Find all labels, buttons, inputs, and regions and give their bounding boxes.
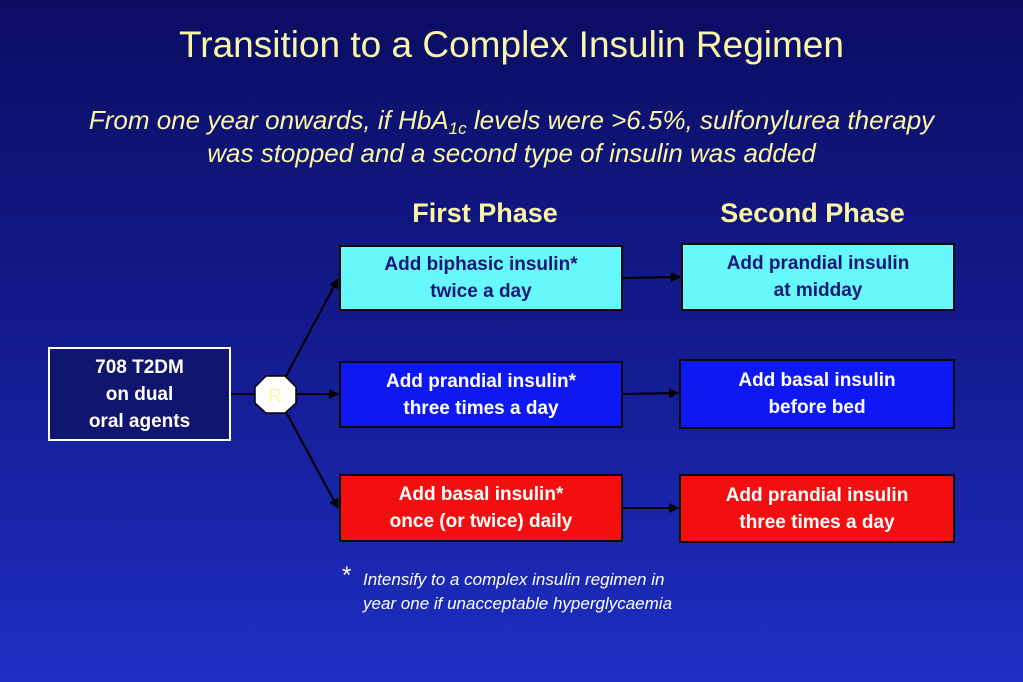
slide-title: Transition to a Complex Insulin Regimen: [179, 24, 844, 65]
randomization-octagon: [254, 375, 297, 414]
subtitle-line-1: From one year onwards, if HbA1c levels w…: [0, 104, 1023, 137]
box-line: before bed: [768, 397, 866, 418]
second-phase-basal-bed-box: Add basal insulin before bed: [679, 359, 955, 429]
arrow-row2-phase: [622, 388, 679, 399]
box-line: three times a day: [739, 511, 895, 533]
box-line: Add prandial insulin: [725, 484, 909, 506]
footnote-marker: *: [342, 562, 352, 589]
second-phase-heading: Second Phase: [720, 198, 905, 228]
box-line: three times a day: [403, 397, 559, 419]
footnote-line-2: year one if unacceptable hyperglycaemia: [363, 594, 673, 613]
start-line-2: on dual: [105, 383, 174, 405]
start-line-3: oral agents: [88, 410, 191, 432]
arrow-row1-phase: [622, 272, 681, 283]
slide-subtitle: From one year onwards, if HbA1c levels w…: [0, 104, 1023, 170]
subtitle-subscript: 1c: [448, 119, 467, 138]
subtitle-text-a: From one year onwards, if HbA: [88, 105, 449, 135]
start-line-1: 708 T2DM: [95, 356, 184, 378]
subtitle-line-2: was stopped and a second type of insulin…: [207, 138, 816, 168]
arrow-r-to-basal: [285, 411, 339, 509]
box-line: twice a day: [430, 281, 532, 302]
arrow-r-to-biphasic: [285, 278, 339, 377]
box-line: Add prandial insulin*: [385, 370, 576, 392]
footnote-line-1: Intensify to a complex insulin regimen i…: [363, 570, 665, 589]
second-phase-prandial-tid-box: Add prandial insulin three times a day: [679, 474, 955, 543]
box-line: at midday: [773, 280, 863, 301]
patient-population-box: 708 T2DM on dual oral agents: [48, 347, 231, 441]
footnote: * Intensify to a complex insulin regimen…: [342, 564, 673, 616]
box-line: Add basal insulin: [738, 370, 896, 391]
box-line: Add biphasic insulin*: [384, 254, 578, 275]
basal-insulin-box: Add basal insulin* once (or twice) daily: [339, 474, 623, 542]
box-line: Add basal insulin*: [398, 484, 564, 505]
box-line: once (or twice) daily: [389, 511, 573, 532]
randomization-label: R: [268, 386, 282, 407]
biphasic-insulin-box: Add biphasic insulin* twice a day: [339, 245, 623, 311]
prandial-insulin-box: Add prandial insulin* three times a day: [339, 361, 623, 428]
second-phase-prandial-midday-box: Add prandial insulin at midday: [681, 243, 955, 311]
first-phase-heading: First Phase: [412, 198, 558, 228]
box-line: Add prandial insulin: [726, 253, 910, 274]
subtitle-text-b: levels were >6.5%, sulfonylurea therapy: [466, 105, 935, 135]
